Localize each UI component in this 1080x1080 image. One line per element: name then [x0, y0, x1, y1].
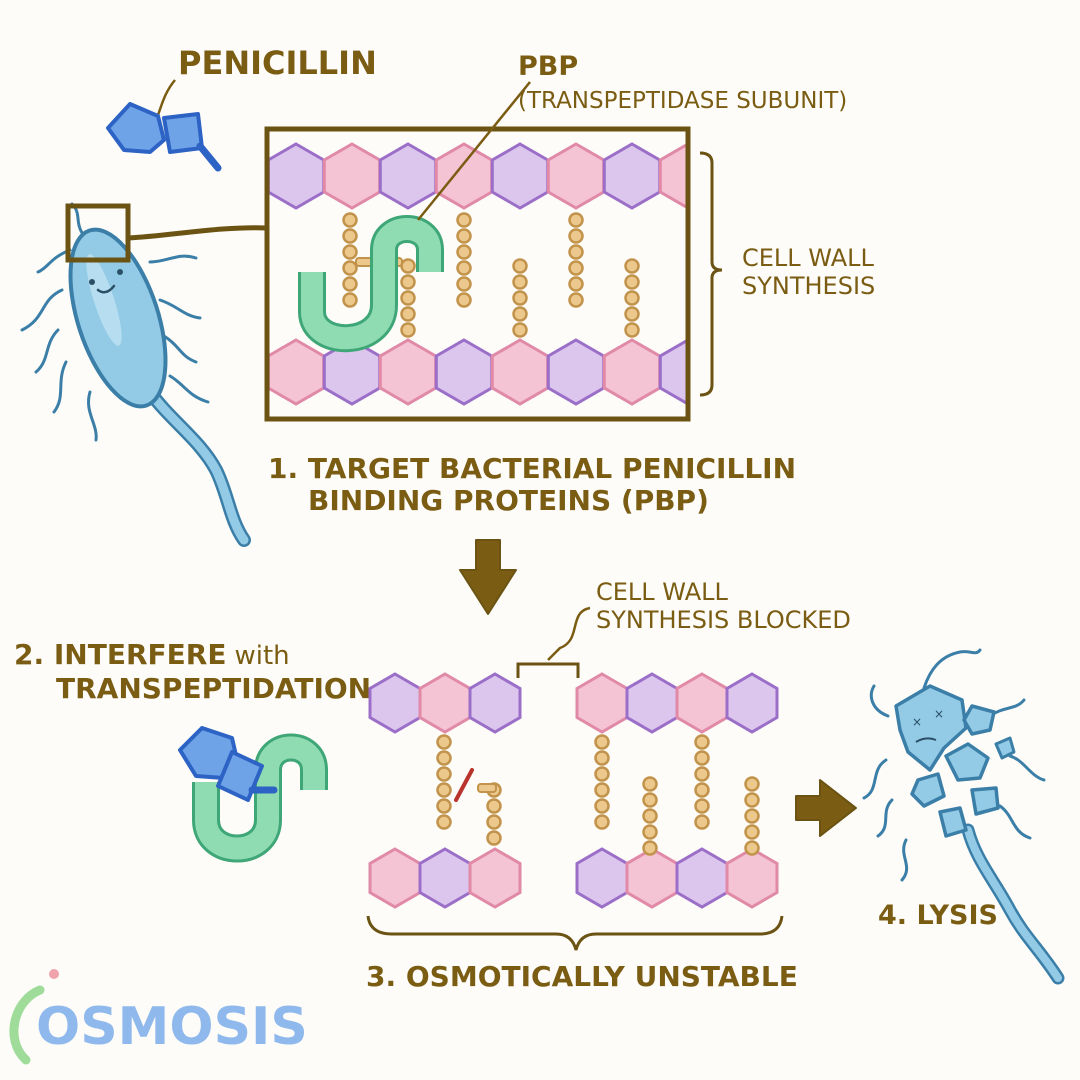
logo-text: OSMOSIS: [36, 997, 308, 1057]
zoom-box-cell-wall: [264, 126, 691, 422]
broken-wall-top-right: [575, 672, 779, 734]
zoom-indicator-square: [65, 203, 131, 263]
blocked-label-2: SYNTHESIS BLOCKED: [596, 606, 851, 634]
zoom-box-frame: [264, 126, 691, 422]
pbp-label: PBP: [518, 51, 578, 82]
broken-crosslink-mark: [454, 768, 474, 802]
peptide-chain: [400, 258, 416, 338]
step1-title-line1: 1. TARGET BACTERIAL PENICILLIN: [268, 452, 796, 485]
unstable-brace: [366, 915, 784, 951]
peptide-chain: [594, 734, 610, 830]
cell-wall-label-1: CELL WALL: [742, 244, 875, 272]
zoom-connector: [127, 225, 269, 241]
osmosis-logo: OSMOSIS: [9, 969, 308, 1065]
top-hex-row: [269, 142, 686, 210]
right-arrow-icon: [795, 779, 857, 837]
broken-wall-top-left: [368, 672, 522, 734]
svg-text:×: ×: [934, 707, 944, 721]
step4-title: 4. LYSIS: [878, 900, 998, 931]
peptide-chain: [624, 258, 640, 338]
broken-wall-bottom-left: [368, 847, 522, 909]
peptide-chain: [512, 258, 528, 338]
bacterium-icon: [20, 202, 269, 547]
cell-wall-bracket: [699, 151, 723, 397]
pbp-leader-line: [417, 81, 531, 221]
down-arrow-icon: [459, 539, 517, 615]
penicillin-label: PENICILLIN: [178, 44, 377, 82]
cell-wall-label-2: SYNTHESIS: [742, 272, 875, 300]
peptide-chain: [744, 776, 760, 856]
svg-text:×: ×: [912, 715, 922, 729]
step1-title-line2: BINDING PROTEINS (PBP): [308, 484, 709, 517]
peptide-chain: [694, 734, 710, 830]
peptide-chain: [568, 212, 584, 308]
peptide-chain: [436, 734, 452, 830]
broken-wall-bottom-right: [575, 847, 779, 909]
peptide-chain: [342, 212, 358, 308]
peptide-chains-bottom: [436, 734, 760, 856]
pbp-sublabel: (TRANSPEPTIDASE SUBUNIT): [518, 88, 847, 114]
gap-bracket: [516, 662, 580, 678]
lysed-bacterium-icon: × ×: [862, 648, 1065, 985]
peptide-chain: [456, 212, 472, 308]
peptide-chain: [642, 776, 658, 856]
step3-title: 3. OSMOTICALLY UNSTABLE: [366, 960, 798, 993]
blocked-label-1: CELL WALL: [596, 578, 729, 606]
penicillin-molecule-icon: [106, 102, 222, 172]
step2-title-line2: TRANSPEPTIDATION: [56, 672, 371, 705]
penicillin-bound-pbp-icon: [178, 726, 328, 863]
blocked-leader-line: [547, 606, 591, 661]
penicillin-leader-line: [156, 79, 176, 116]
